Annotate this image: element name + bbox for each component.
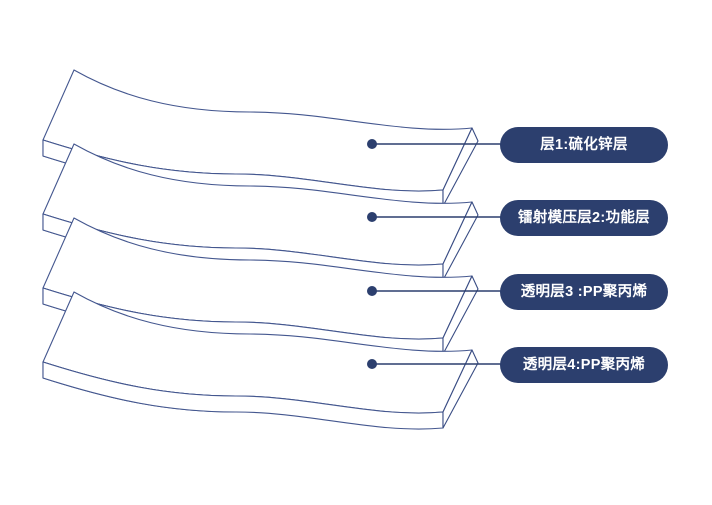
- leader-group-2: [367, 212, 504, 222]
- leader-dot-4: [367, 359, 377, 369]
- sheet-layer-4: [42, 291, 479, 430]
- leader-group-4: [367, 359, 504, 369]
- leader-dot-1: [367, 139, 377, 149]
- layer-label-text-1: 层1:硫化锌层: [540, 136, 628, 153]
- layer-label-pill-2[interactable]: 镭射模压层2:功能层: [500, 200, 668, 236]
- sheet-layer-1: [42, 69, 479, 208]
- sheet-layer-2: [42, 143, 479, 282]
- layer-label-text-4: 透明层4:PP聚丙烯: [522, 356, 646, 373]
- sheet-layer-3: [42, 217, 479, 356]
- layer-label-pill-4[interactable]: 透明层4:PP聚丙烯: [500, 347, 668, 383]
- leader-dot-2: [367, 212, 377, 222]
- layer-label-text-2: 镭射模压层2:功能层: [518, 209, 650, 226]
- leader-group-1: [367, 139, 504, 149]
- sheet-layer-4-right-edge: [442, 349, 479, 429]
- layer-label-pill-1[interactable]: 层1:硫化锌层: [500, 127, 668, 163]
- leader-dot-3: [367, 286, 377, 296]
- layer-label-text-3: 透明层3 :PP聚丙烯: [520, 283, 648, 300]
- leader-group-3: [367, 286, 504, 296]
- layer-label-pill-3[interactable]: 透明层3 :PP聚丙烯: [500, 274, 668, 310]
